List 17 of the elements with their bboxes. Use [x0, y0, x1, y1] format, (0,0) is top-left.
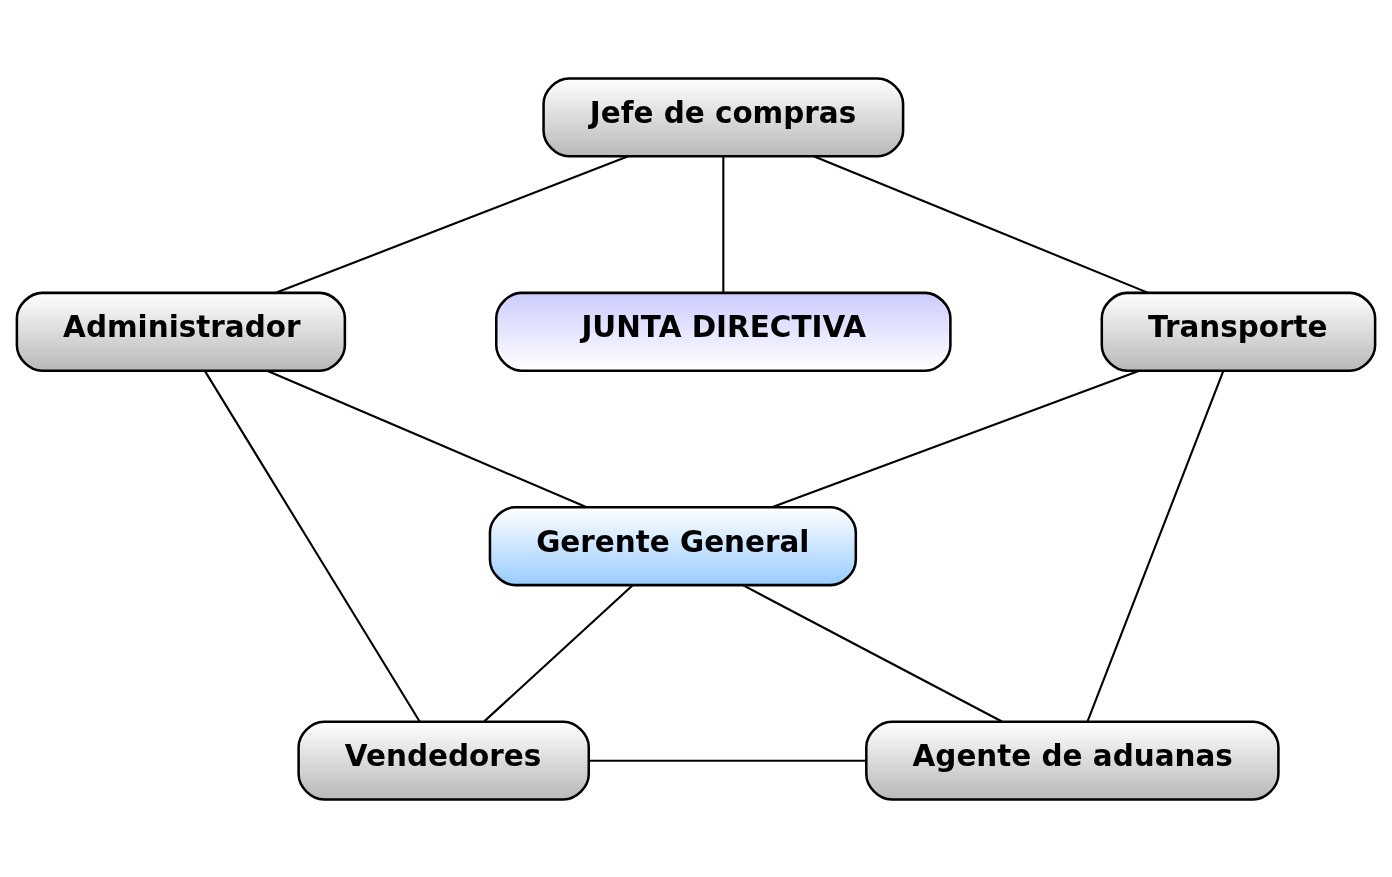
connector: [742, 584, 1003, 722]
connector: [813, 154, 1149, 294]
node-box: Gerente General: [488, 505, 858, 586]
node-box: Administrador: [15, 291, 347, 372]
connector: [483, 584, 634, 722]
connector: [771, 369, 1140, 508]
connector: [275, 154, 629, 294]
connector: [589, 759, 866, 762]
connector: [722, 156, 725, 292]
node-box: Jefe de compras: [542, 76, 905, 157]
connector: [266, 369, 588, 508]
connector: [204, 370, 421, 722]
connector: [1086, 370, 1225, 722]
node-box: Agente de aduanas: [865, 720, 1280, 801]
node-box: JUNTA DIRECTIVA: [495, 291, 952, 372]
node-box: Vendedores: [297, 720, 591, 801]
node-box: Transporte: [1100, 291, 1377, 372]
